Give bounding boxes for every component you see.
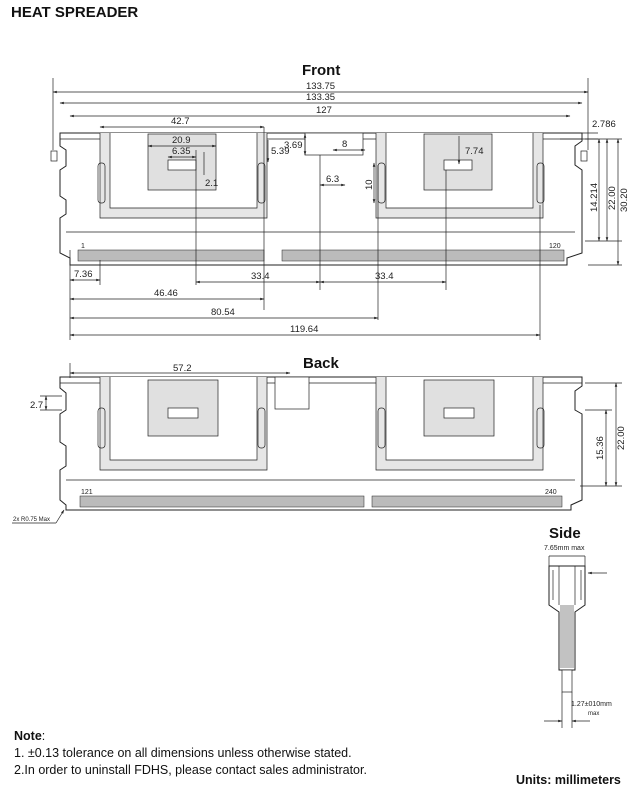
- back-view-title: Back: [303, 355, 339, 372]
- dim-133-75: 133.75: [306, 81, 335, 92]
- dim-7-36: 7.36: [74, 269, 93, 280]
- side-view-title: Side: [549, 525, 581, 542]
- dim-6-3: 6.3: [326, 174, 339, 185]
- dim-119-64: 119.64: [290, 324, 318, 335]
- radius-note: 2x R0.75 Max: [13, 517, 50, 523]
- dim-14-214: 14.214: [589, 183, 600, 212]
- pin-120-label: 120: [549, 243, 561, 250]
- dim-5-39: 5.39: [271, 146, 290, 157]
- front-view-title: Front: [302, 62, 341, 79]
- pin-240-label: 240: [545, 489, 557, 496]
- page-title: HEAT SPREADER: [11, 4, 139, 21]
- dim-6-35: 6.35: [172, 146, 191, 157]
- front-gold-fingers: [77, 249, 265, 262]
- dim-133-35: 133.35: [306, 92, 335, 103]
- front-view: [50, 132, 588, 266]
- note-line-2: 2.In order to uninstall FDHS, please con…: [14, 763, 367, 777]
- notes-colon: :: [41, 729, 46, 743]
- dim-10: 10: [364, 179, 375, 190]
- dim-3-69: 3.69: [284, 140, 303, 151]
- back-view: [59, 376, 583, 511]
- side-max-label: max: [588, 711, 599, 717]
- side-pcb-thickness: 1.27±010mm: [571, 701, 612, 708]
- dim-20-9: 20.9: [172, 135, 191, 146]
- dim-42-7: 42.7: [171, 116, 190, 127]
- side-max-thickness: 7.65mm max: [544, 545, 585, 552]
- note-line-1: 1. ±0.13 tolerance on all dimensions unl…: [14, 746, 352, 760]
- back-gold-fingers: [79, 495, 365, 508]
- front-dimensions: 133.75 133.35 127 42.7 20.9 6.35 2.1 5.3…: [52, 78, 630, 340]
- dim-33-4-left: 33.4: [251, 271, 270, 282]
- pin-1-label: 1: [81, 243, 85, 250]
- dim-2-786: 2.786: [592, 119, 616, 130]
- back-dimensions: 57.2 2.7 15.36 22.00 121 240 2x R0.75 Ma…: [12, 363, 627, 524]
- dim-15-36: 15.36: [595, 436, 606, 460]
- dim-2-1: 2.1: [205, 178, 218, 189]
- side-view: 7.65mm max 1.27±010mm max: [544, 545, 612, 728]
- dim-127: 127: [316, 105, 332, 116]
- notes-heading: Note: [14, 729, 42, 743]
- dim-22-00: 22.00: [607, 186, 618, 210]
- units-label: Units: millimeters: [516, 773, 621, 787]
- dim-2-7: 2.7: [30, 400, 43, 411]
- dim-22-00-back: 22.00: [616, 426, 627, 450]
- dim-7-74: 7.74: [465, 146, 484, 157]
- back-module-outline: [59, 376, 583, 511]
- pin-121-label: 121: [81, 489, 93, 496]
- dim-8: 8: [342, 139, 347, 150]
- dim-57-2: 57.2: [173, 363, 192, 374]
- notes-block: Note: 1. ±0.13 tolerance on all dimensio…: [14, 728, 367, 779]
- dim-30-20: 30.20: [619, 188, 630, 212]
- dim-80-54: 80.54: [211, 307, 235, 318]
- dim-46-46: 46.46: [154, 288, 178, 299]
- dim-33-4-right: 33.4: [375, 271, 394, 282]
